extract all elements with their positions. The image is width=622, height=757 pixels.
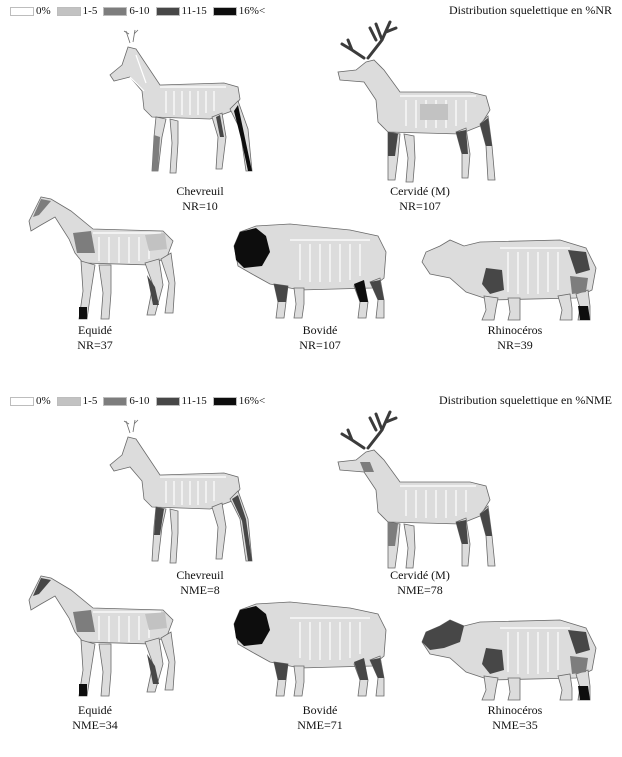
legend-label: 11-15 — [182, 5, 207, 17]
legend-label: 0% — [36, 395, 51, 407]
animal-name: Equidé — [50, 323, 140, 338]
animal-count: NME=35 — [460, 718, 570, 733]
roe-deer-figure — [100, 25, 260, 185]
legend-swatch — [103, 7, 127, 16]
red-deer-caption: Cervidé (M) NR=107 — [350, 184, 490, 214]
rhino-figure — [420, 612, 600, 702]
animal-count: NR=37 — [50, 338, 140, 353]
legend-swatch — [213, 7, 237, 16]
red-deer-skeleton-icon — [330, 400, 500, 575]
legend-label: 1-5 — [83, 395, 98, 407]
red-deer-figure — [330, 400, 500, 570]
panel-nme: 0% 1-5 6-10 11-15 16%< Distribution sque… — [0, 390, 622, 757]
legend-label: 0% — [36, 5, 51, 17]
bovid-figure — [230, 600, 390, 700]
legend-item-4: 16%< — [213, 5, 265, 17]
legend-swatch — [10, 397, 34, 406]
bovid-skeleton-icon — [230, 600, 390, 700]
legend: 0% 1-5 6-10 11-15 16%< — [10, 394, 271, 408]
horse-figure — [25, 195, 175, 325]
animal-count: NR=107 — [350, 199, 490, 214]
legend-label: 11-15 — [182, 395, 207, 407]
legend-item-2: 6-10 — [103, 395, 149, 407]
animal-count: NME=71 — [270, 718, 370, 733]
bovid-skeleton-icon — [230, 222, 390, 322]
legend-item-4: 16%< — [213, 395, 265, 407]
legend-label: 1-5 — [83, 5, 98, 17]
legend-label: 6-10 — [129, 5, 149, 17]
legend-item-1: 1-5 — [57, 5, 98, 17]
animal-name: Equidé — [50, 703, 140, 718]
legend-label: 6-10 — [129, 395, 149, 407]
animal-count: NME=34 — [50, 718, 140, 733]
legend-label: 16%< — [239, 5, 265, 17]
bovid-figure — [230, 222, 390, 322]
rhino-caption: Rhinocéros NME=35 — [460, 703, 570, 733]
roe-deer-figure — [100, 415, 260, 570]
horse-figure — [25, 574, 175, 702]
bovid-caption: Bovidé NR=107 — [270, 323, 370, 353]
legend-swatch — [103, 397, 127, 406]
panel-nr: 0% 1-5 6-10 11-15 16%< Distribution sque… — [0, 0, 622, 367]
animal-name: Bovidé — [270, 323, 370, 338]
horse-caption: Equidé NME=34 — [50, 703, 140, 733]
animal-name: Rhinocéros — [460, 703, 570, 718]
legend-swatch — [57, 7, 81, 16]
legend-item-0: 0% — [10, 395, 51, 407]
legend-swatch — [213, 397, 237, 406]
legend-swatch — [57, 397, 81, 406]
legend-item-3: 11-15 — [156, 5, 207, 17]
rhino-caption: Rhinocéros NR=39 — [460, 323, 570, 353]
horse-caption: Equidé NR=37 — [50, 323, 140, 353]
animal-count: NR=107 — [270, 338, 370, 353]
red-deer-figure — [330, 10, 500, 185]
animal-name: Cervidé (M) — [350, 184, 490, 199]
legend-swatch — [156, 397, 180, 406]
rhino-skeleton-icon — [420, 232, 600, 322]
legend: 0% 1-5 6-10 11-15 16%< — [10, 4, 271, 18]
legend-item-2: 6-10 — [103, 5, 149, 17]
animal-name: Rhinocéros — [460, 323, 570, 338]
horse-skeleton-icon — [25, 574, 175, 704]
legend-swatch — [156, 7, 180, 16]
animal-count: NR=39 — [460, 338, 570, 353]
rhino-figure — [420, 232, 600, 322]
legend-label: 16%< — [239, 395, 265, 407]
legend-swatch — [10, 7, 34, 16]
animal-count: NME=78 — [350, 583, 490, 598]
legend-item-0: 0% — [10, 5, 51, 17]
animal-name: Cervidé (M) — [350, 568, 490, 583]
roe-deer-skeleton-icon — [100, 415, 260, 575]
animal-name: Bovidé — [270, 703, 370, 718]
horse-skeleton-icon — [25, 195, 175, 325]
bovid-caption: Bovidé NME=71 — [270, 703, 370, 733]
red-deer-skeleton-icon — [330, 10, 500, 185]
red-deer-caption: Cervidé (M) NME=78 — [350, 568, 490, 598]
legend-item-1: 1-5 — [57, 395, 98, 407]
roe-deer-skeleton-icon — [100, 25, 260, 185]
legend-item-3: 11-15 — [156, 395, 207, 407]
rhino-skeleton-icon — [420, 612, 600, 702]
